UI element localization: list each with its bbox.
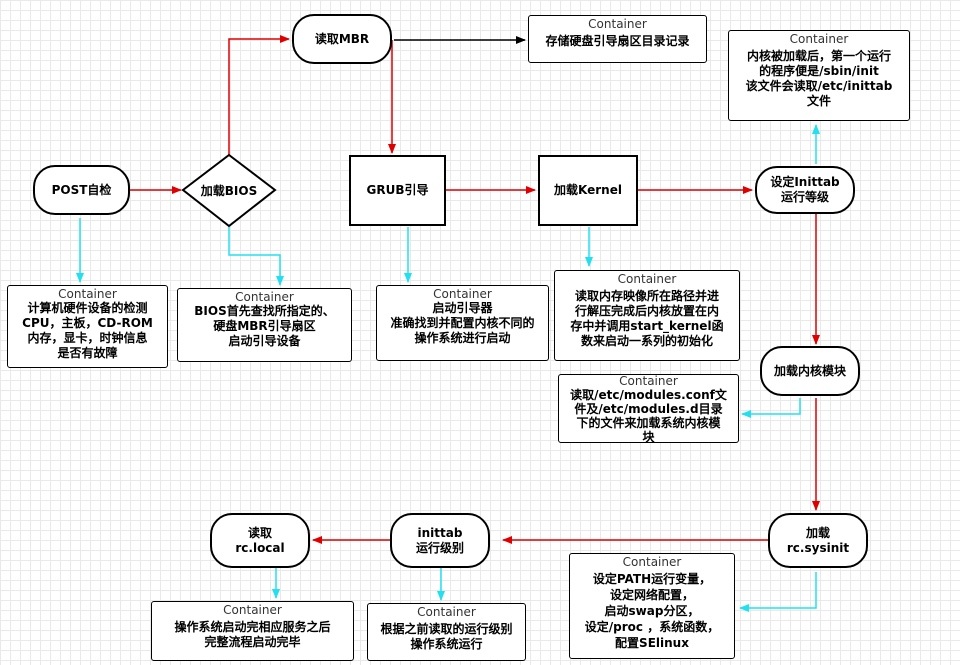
runlevel-label: inittab 运行级别: [415, 525, 464, 555]
note-post: Container 计算机硬件设备的检测 CPU，主板，CD-ROM 内存，显卡…: [7, 285, 168, 368]
note-mbr-text: 存储硬盘引导扇区目录记录: [545, 34, 690, 48]
inittab-label: 设定Inittab 运行等级: [770, 175, 840, 204]
note-bios: Container BIOS首先查找所指定的、 硬盘MBR引导扇区 启动引导设备: [177, 288, 352, 362]
note-kernel-header: Container: [617, 272, 677, 286]
arrow-modules-to-note: [741, 398, 801, 418]
note-runlevel-header: Container: [417, 605, 476, 619]
inittab-node: 设定Inittab 运行等级: [755, 166, 855, 214]
bios-label: 加载BIOS: [190, 180, 268, 200]
modules-node: 加载内核模块: [760, 346, 860, 396]
arrow-bios-to-note: [228, 227, 284, 286]
bios-diamond: [181, 153, 277, 228]
note-mbr: Container 存储硬盘引导扇区目录记录: [528, 15, 707, 63]
note-bios-header: Container: [235, 290, 294, 304]
read-mbr-label: 读取MBR: [314, 31, 370, 46]
sysinit-node: 加载 rc.sysinit: [768, 513, 868, 568]
note-sysinit: Container 设定PATH运行变量， 设定网络配置， 启动swap分区， …: [569, 553, 735, 659]
note-grub-text: 启动引导器 准确找到并配置内核不同的 操作系统进行启动: [390, 301, 535, 345]
read-mbr-node: 读取MBR: [292, 14, 392, 64]
note-runlevel: Container 根据之前读取的运行级别 操作系统运行: [367, 603, 526, 661]
note-sysinit-text: 设定PATH运行变量， 设定网络配置， 启动swap分区， 设定/proc ，系…: [584, 572, 720, 650]
sysinit-label: 加载 rc.sysinit: [786, 525, 850, 555]
note-kernel: Container 读取内存映像所在路径并进 行解压完成后内核放置在内 存中并调…: [554, 270, 740, 361]
grub-label: GRUB引导: [366, 183, 429, 197]
note-rclocal-header: Container: [223, 603, 282, 617]
post-label: POST自检: [51, 182, 112, 197]
kernel-node: 加载Kernel: [538, 155, 638, 226]
note-modules-text: 读取/etc/modules.conf文 件及/etc/modules.d目录 …: [570, 388, 727, 444]
arrow-sysinit-to-note: [739, 572, 817, 612]
grub-node: GRUB引导: [349, 155, 446, 226]
bios-text: 加载BIOS: [200, 183, 258, 198]
runlevel-node: inittab 运行级别: [390, 513, 490, 568]
note-post-header: Container: [58, 287, 117, 301]
note-grub: Container 启动引导器 准确找到并配置内核不同的 操作系统进行启动: [376, 285, 549, 361]
note-rclocal: Container 操作系统启动完相应服务之后 完整流程启动完毕: [151, 601, 354, 661]
note-post-text: 计算机硬件设备的检测 CPU，主板，CD-ROM 内存，显卡，时钟信息 是否有故…: [22, 301, 153, 360]
note-inittab-header: Container: [789, 32, 849, 46]
note-rclocal-text: 操作系统启动完相应服务之后 完整流程启动完毕: [174, 620, 331, 649]
rclocal-node: 读取 rc.local: [210, 513, 310, 568]
arrow-bios-to-mbr: [228, 35, 290, 155]
post-node: POST自检: [33, 165, 130, 215]
note-bios-text: BIOS首先查找所指定的、 硬盘MBR引导扇区 启动引导设备: [194, 304, 335, 348]
note-sysinit-header: Container: [622, 555, 682, 569]
note-kernel-text: 读取内存映像所在路径并进 行解压完成后内核放置在内 存中并调用start_ker…: [570, 289, 724, 348]
kernel-label: 加载Kernel: [554, 183, 622, 197]
note-modules: Container 读取/etc/modules.conf文 件及/etc/mo…: [558, 374, 739, 444]
note-grub-header: Container: [433, 287, 492, 301]
note-inittab-text: 内核被加载后，第一个运行 的程序便是/sbin/init 该文件会读取/etc/…: [745, 49, 893, 108]
note-mbr-header: Container: [588, 17, 647, 31]
modules-label: 加载内核模块: [773, 363, 846, 378]
note-inittab: Container 内核被加载后，第一个运行 的程序便是/sbin/init 该…: [728, 30, 910, 121]
rclocal-label: 读取 rc.local: [235, 525, 285, 555]
note-runlevel-text: 根据之前读取的运行级别 操作系统运行: [380, 622, 513, 651]
note-modules-header: Container: [619, 374, 678, 388]
